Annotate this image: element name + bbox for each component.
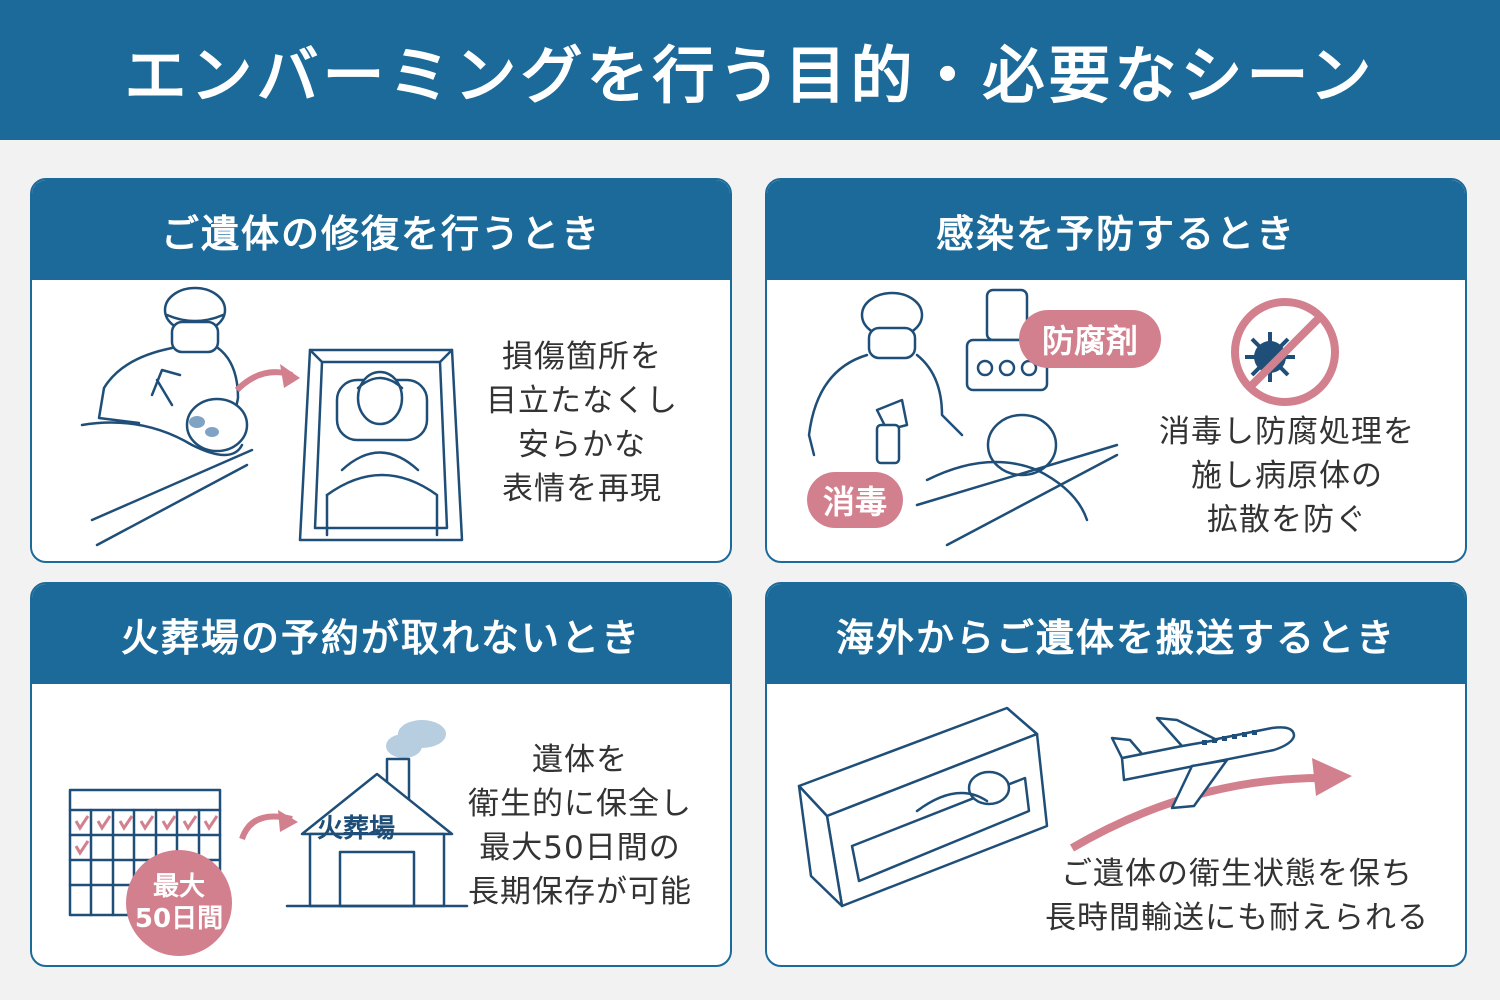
desc-line: 消毒し防腐処理を (1159, 414, 1415, 450)
card-infection-title: 感染を予防するとき (935, 211, 1296, 256)
card-crematorium-header: 火葬場の予約が取れないとき (32, 584, 730, 684)
coffin-icon (797, 706, 1049, 908)
card-transport-body: ご遺体の衛生状態を保ち 長時間輸送にも耐えられる (767, 684, 1465, 965)
page-header: エンバーミングを行う目的・必要なシーン (0, 0, 1500, 140)
card-restoration-header: ご遺体の修復を行うとき (32, 180, 730, 280)
card-crematorium: 火葬場の予約が取れないとき (30, 582, 732, 967)
no-virus-icon (1231, 298, 1339, 406)
airplane-icon (1069, 716, 1352, 852)
embalmer-illustration-icon (807, 288, 1119, 547)
card-crematorium-body: 最大 50日間 火葬場 遺体を 衛生的に保全し 最大50日間の 長期保存が可能 (32, 684, 730, 965)
card-restoration-body: 損傷箇所を 目立たなくし 安らかな 表情を再現 (32, 280, 730, 561)
card-crematorium-title: 火葬場の予約が取れないとき (120, 615, 641, 660)
card-transport: 海外からご遺体を搬送するとき (765, 582, 1467, 967)
card-crematorium-description: 遺体を 衛生的に保全し 最大50日間の 長期保存が可能 (444, 738, 716, 914)
desc-line: 損傷箇所を (502, 339, 662, 375)
desc-line: 拡散を防ぐ (1207, 502, 1367, 538)
card-restoration-title: ご遺体の修復を行うとき (160, 211, 601, 256)
desc-line: 表情を再現 (502, 471, 662, 507)
desc-line: 遺体を (532, 742, 628, 778)
max-days-badge: 最大 50日間 (126, 850, 232, 956)
card-infection-body: 防腐剤 消毒 消毒し防腐処理を 施し病原体の 拡散を防ぐ (767, 280, 1465, 561)
card-infection-description: 消毒し防腐処理を 施し病原体の 拡散を防ぐ (1137, 410, 1437, 542)
restoration-illustration-icon (80, 286, 464, 547)
badge-line: 最大 (152, 872, 205, 902)
desc-line: 目立たなくし (486, 383, 678, 419)
desc-line: 安らかな (518, 427, 646, 463)
badge-line: 50日間 (134, 904, 224, 934)
page-title: エンバーミングを行う目的・必要なシーン (124, 39, 1376, 112)
desc-line: ご遺体の衛生状態を保ち (1061, 856, 1413, 892)
card-restoration: ご遺体の修復を行うとき (30, 178, 732, 563)
desc-line: 長時間輸送にも耐えられる (1045, 900, 1429, 936)
preservative-tag: 防腐剤 (1019, 310, 1161, 368)
desc-line: 衛生的に保全し (468, 786, 692, 822)
card-infection: 感染を予防するとき 防腐剤 消毒 (765, 178, 1467, 563)
disinfect-tag: 消毒 (807, 472, 903, 528)
card-transport-title: 海外からご遺体を搬送するとき (835, 615, 1396, 660)
desc-line: 長期保存が可能 (468, 874, 692, 910)
card-transport-description: ご遺体の衛生状態を保ち 長時間輸送にも耐えられる (1017, 852, 1457, 940)
card-restoration-description: 損傷箇所を 目立たなくし 安らかな 表情を再現 (472, 335, 692, 511)
card-transport-header: 海外からご遺体を搬送するとき (767, 584, 1465, 684)
desc-line: 施し病原体の (1191, 458, 1383, 494)
desc-line: 最大50日間の (479, 830, 681, 866)
card-infection-header: 感染を予防するとき (767, 180, 1465, 280)
crematorium-building-icon (239, 720, 469, 908)
crematorium-sign: 火葬場 (317, 814, 396, 844)
